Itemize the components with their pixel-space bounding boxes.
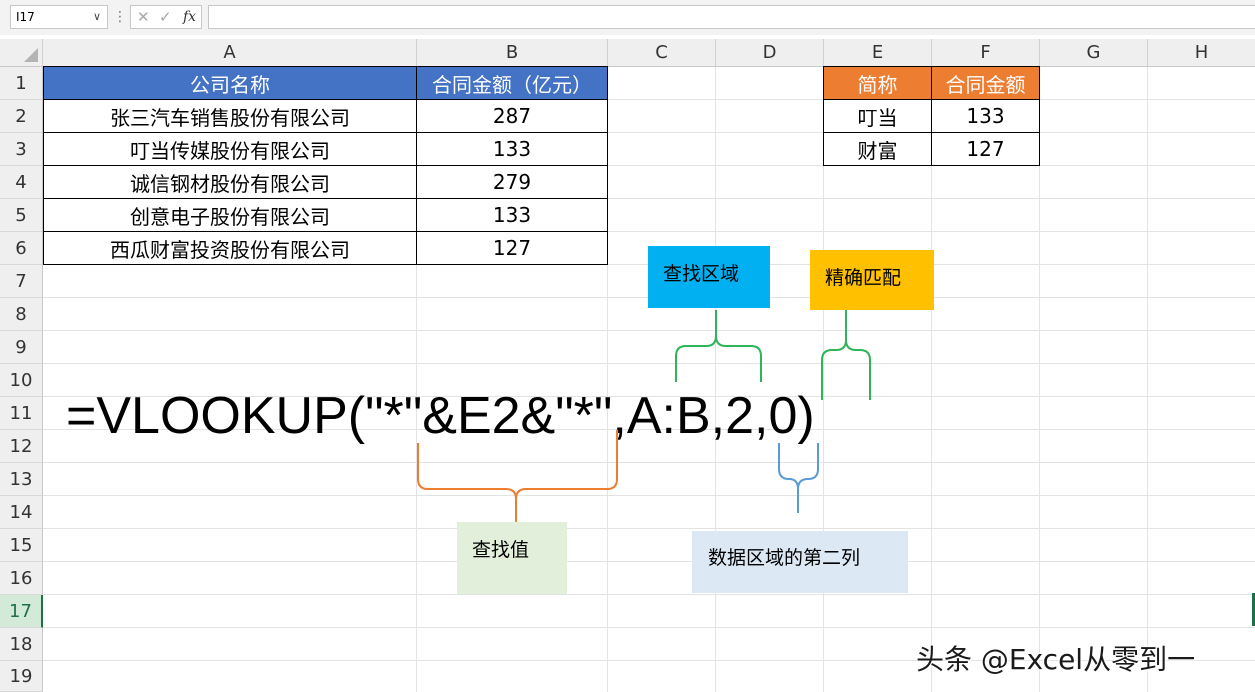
table1-cell-a3[interactable]: 叮当传媒股份有限公司: [43, 132, 417, 166]
gridline: [43, 660, 1255, 661]
row-header-4[interactable]: 4: [0, 166, 43, 199]
gridline: [43, 627, 1255, 628]
row-header-9[interactable]: 9: [0, 331, 43, 364]
row-header-6[interactable]: 6: [0, 232, 43, 265]
table1-cell-b3[interactable]: 133: [416, 132, 608, 166]
row-header-8[interactable]: 8: [0, 298, 43, 331]
row-header-2[interactable]: 2: [0, 100, 43, 133]
column-header-h[interactable]: H: [1148, 39, 1255, 67]
name-box[interactable]: I17 ∨: [10, 5, 108, 29]
gridline: [43, 99, 1255, 100]
gridline: [43, 528, 1255, 529]
row-header-11[interactable]: 11: [0, 397, 43, 430]
search-range-note: 查找区域: [648, 246, 770, 308]
row-header-17[interactable]: 17: [0, 595, 43, 628]
table1-cell-a6[interactable]: 西瓜财富投资股份有限公司: [43, 231, 417, 265]
gridline: [43, 462, 1255, 463]
column-header-b[interactable]: B: [417, 39, 608, 67]
row-header-18[interactable]: 18: [0, 628, 43, 661]
table2-header-amount[interactable]: 合同金额: [931, 66, 1040, 100]
insert-function-icon[interactable]: fx: [183, 9, 197, 25]
row-header-3[interactable]: 3: [0, 133, 43, 166]
row-header-14[interactable]: 14: [0, 496, 43, 529]
gridline: [416, 67, 417, 692]
gridline: [43, 330, 1255, 331]
formula-input[interactable]: [208, 5, 1255, 29]
gridline: [1147, 67, 1148, 692]
select-all-corner[interactable]: [0, 39, 43, 67]
gridline: [607, 67, 608, 692]
table1-cell-b6[interactable]: 127: [416, 231, 608, 265]
column-header-c[interactable]: C: [608, 39, 716, 67]
table1-cell-b2[interactable]: 287: [416, 99, 608, 133]
name-box-value: I17: [16, 10, 35, 24]
second-column-note: 数据区域的第二列: [692, 531, 908, 593]
table1-header-amount[interactable]: 合同金额（亿元）: [416, 66, 608, 100]
gridline: [931, 67, 932, 692]
table2-cell-e3[interactable]: 财富: [823, 132, 932, 166]
table1-cell-b5[interactable]: 133: [416, 198, 608, 232]
search-range-brace: [675, 310, 762, 382]
gridline: [43, 132, 1255, 133]
cancel-icon[interactable]: ✕: [137, 8, 150, 26]
column-header-d[interactable]: D: [716, 39, 824, 67]
gridline: [43, 198, 1255, 199]
row-header-13[interactable]: 13: [0, 463, 43, 496]
row-header-12[interactable]: 12: [0, 430, 43, 463]
gridline: [43, 429, 1255, 430]
row-header-7[interactable]: 7: [0, 265, 43, 298]
confirm-icon[interactable]: ✓: [159, 8, 172, 26]
exact-match-note: 精确匹配: [810, 250, 934, 310]
vlookup-formula-text: =VLOOKUP("*"&E2&"*",A:B,2,0): [66, 387, 815, 445]
lookup-value-note: 查找值: [457, 522, 567, 594]
row-header-15[interactable]: 15: [0, 529, 43, 562]
active-cell-edge: [1252, 593, 1255, 626]
gridline: [43, 165, 1255, 166]
gridline: [43, 363, 1255, 364]
select-all-icon: [24, 48, 38, 62]
lookup-value-brace: [417, 430, 618, 522]
column-header-f[interactable]: F: [932, 39, 1040, 67]
gridline: [43, 396, 1255, 397]
exact-match-brace: [821, 310, 871, 400]
gridline: [43, 495, 1255, 496]
row-header-1[interactable]: 1: [0, 67, 43, 100]
row-header-10[interactable]: 10: [0, 364, 43, 397]
table2-cell-f3[interactable]: 127: [931, 132, 1040, 166]
second-column-brace: [778, 443, 819, 513]
row-header-19[interactable]: 19: [0, 661, 43, 692]
table1-cell-b4[interactable]: 279: [416, 165, 608, 199]
table1-cell-a5[interactable]: 创意电子股份有限公司: [43, 198, 417, 232]
row-header-16[interactable]: 16: [0, 562, 43, 595]
watermark-text: 头条 @Excel从零到一: [916, 643, 1196, 676]
table2-header-short-name[interactable]: 简称: [823, 66, 932, 100]
chevron-down-icon[interactable]: ∨: [92, 10, 101, 23]
table1-cell-a2[interactable]: 张三汽车销售股份有限公司: [43, 99, 417, 133]
gridline: [43, 561, 1255, 562]
gridline: [823, 67, 824, 692]
gridline: [43, 594, 1255, 595]
gridline: [43, 231, 1255, 232]
gridline: [715, 67, 716, 692]
row-header-5[interactable]: 5: [0, 199, 43, 232]
column-header-g[interactable]: G: [1040, 39, 1148, 67]
formula-bar-buttons: ✕ ✓ fx: [130, 5, 202, 29]
gridline: [1039, 67, 1040, 692]
column-header-e[interactable]: E: [824, 39, 932, 67]
